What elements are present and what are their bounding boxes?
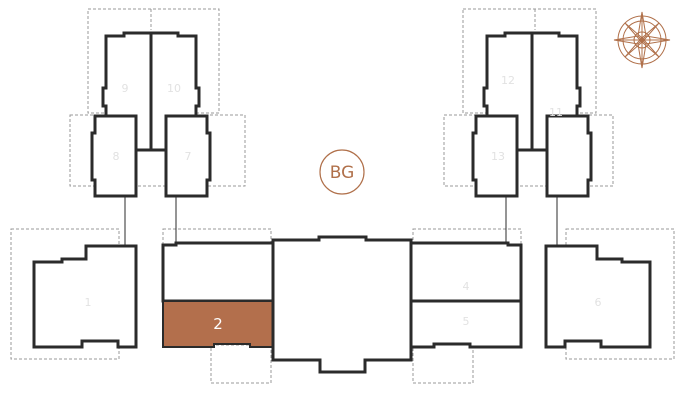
- floor-code-label: BG: [330, 163, 355, 183]
- unit-7-outline[interactable]: [164, 114, 212, 198]
- unit-1-outline[interactable]: [32, 244, 138, 349]
- unit-9-label: 9: [122, 82, 129, 95]
- floor-code-marker: BG: [319, 149, 365, 195]
- wing-right-top: [471, 31, 593, 198]
- wing-right-bottom: [409, 241, 652, 349]
- unit-13-outline[interactable]: [471, 114, 519, 198]
- unit-2-label: 2: [213, 315, 223, 333]
- unit-2[interactable]: 2: [162, 300, 274, 348]
- unit-10-label: 10: [167, 82, 181, 95]
- compass-rose-icon: [613, 11, 671, 69]
- unit-11-label: 11: [549, 106, 563, 119]
- unit-8-outline[interactable]: [90, 114, 138, 198]
- unit-5-label: 5: [463, 315, 470, 328]
- central-core: [271, 235, 413, 374]
- wing-left-top: [90, 31, 212, 198]
- unit-6-label: 6: [595, 296, 602, 309]
- unit-5-outline[interactable]: [409, 299, 523, 349]
- unit-7-label: 7: [185, 150, 192, 163]
- unit-3-outline[interactable]: [161, 241, 275, 303]
- unit-13-label: 13: [491, 150, 505, 163]
- unit-14-outline[interactable]: [545, 114, 593, 198]
- unit-1-label: 1: [85, 296, 92, 309]
- unit-8-label: 8: [113, 150, 120, 163]
- unit-6-outline[interactable]: [544, 244, 652, 349]
- faint-unit-numbers: 9 10 8 7 1 4 5 6 11 12 13: [85, 74, 602, 328]
- unit-12-label: 12: [501, 74, 515, 87]
- unit-4-label: 4: [463, 280, 470, 293]
